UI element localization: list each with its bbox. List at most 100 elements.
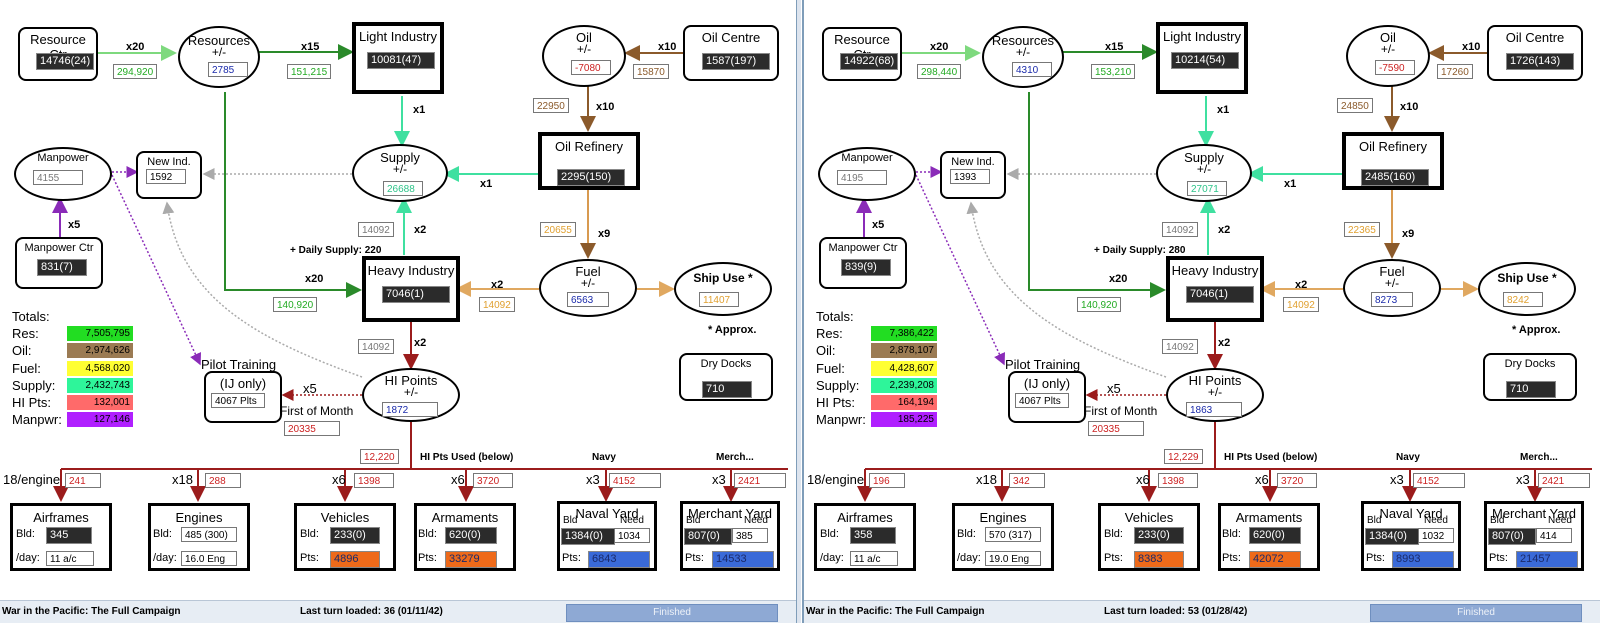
- mult-refinery-supply: x1: [1284, 178, 1297, 190]
- oil-refinery-value: 2295(150): [557, 169, 625, 186]
- oil-value: -7590: [1375, 60, 1415, 75]
- engines-need: 288: [205, 473, 241, 488]
- fuel-pm: +/-: [580, 276, 596, 290]
- totals-hi-value: 132,001: [67, 395, 133, 410]
- mult-armaments: x6: [451, 472, 465, 487]
- merchant-pts: 21457: [1516, 551, 1578, 568]
- oil-to-refinery-flow: 24850: [1337, 98, 1373, 113]
- vehicles-title: Vehicles: [1124, 510, 1174, 525]
- hi-points-pm: +/-: [1207, 385, 1223, 399]
- hi-points-pm: +/-: [403, 385, 419, 399]
- oil-refinery-title: Oil Refinery: [1359, 139, 1427, 154]
- dry-docks-title: Dry Docks: [700, 358, 752, 370]
- arrow-manpower-pilot: [915, 174, 1006, 366]
- naval-yard-title: Naval Yard: [575, 506, 639, 521]
- res-to-heavy-flow: 140,920: [1077, 297, 1122, 312]
- totals-fuel-value: 4,568,020: [67, 361, 133, 376]
- manpower-title: Manpower: [37, 152, 89, 164]
- refinery-to-fuel-flow: 20655: [540, 222, 576, 237]
- last-turn-loaded: Last turn loaded: 36 (01/11/42): [300, 606, 443, 617]
- status-bar: War in the Pacific: The Full Campaign La…: [0, 600, 796, 623]
- vehicles-bld-label: Bld:: [1104, 528, 1123, 540]
- mult-merchant: x3: [1516, 472, 1530, 487]
- daily-supply: + Daily Supply: 220: [290, 245, 382, 256]
- mult-armaments: x6: [1255, 472, 1269, 487]
- app-title: War in the Pacific: The Full Campaign: [2, 606, 181, 617]
- oil-centre-title: Oil Centre: [701, 30, 761, 45]
- new-ind-box[interactable]: New Ind.: [940, 151, 1006, 199]
- panel-divider[interactable]: [797, 0, 801, 623]
- mult-engines: x18: [976, 472, 997, 487]
- totals-res-value: 7,386,422: [871, 326, 937, 341]
- airframes-bld-label: Bld:: [16, 528, 35, 540]
- mult-naval: x3: [1390, 472, 1404, 487]
- oil-refinery-title: Oil Refinery: [555, 139, 623, 154]
- resource-ctr-box[interactable]: Resource Ctr: [822, 27, 902, 81]
- progress-finished[interactable]: Finished: [566, 604, 778, 622]
- oil-pm: +/-: [1380, 42, 1396, 56]
- supply-pm: +/-: [392, 162, 408, 176]
- heavy-to-supply-flow: 14092: [1162, 222, 1198, 237]
- airframes-title: Airframes: [837, 510, 893, 525]
- totals-supply-label: Supply:: [816, 378, 860, 393]
- mult-resctr: x20: [126, 41, 145, 53]
- manpower-node[interactable]: Manpower: [818, 147, 916, 201]
- mult-refinery-supply: x1: [480, 178, 493, 190]
- merchant-need: 414: [1536, 528, 1572, 543]
- armaments-title: Armaments: [431, 510, 499, 525]
- airframes-day: 11 a/c: [850, 551, 898, 566]
- naval-bld: 1384(0): [561, 528, 615, 545]
- supply-value: 26688: [383, 181, 423, 196]
- resources-node[interactable]: Resources +/-: [982, 26, 1064, 88]
- hi-used-label: HI Pts Used (below): [420, 452, 514, 463]
- resources-node[interactable]: Resources +/-: [178, 26, 260, 88]
- engines-day: 16.0 Eng: [181, 551, 237, 566]
- ship-use-value: 8242: [1503, 292, 1543, 307]
- totals-supply-value: 2,239,208: [871, 378, 937, 393]
- mult-manpower: x5: [68, 219, 81, 231]
- mult-res-light: x15: [1105, 41, 1124, 53]
- engines-title: Engines: [979, 510, 1027, 525]
- supply-pm: +/-: [1196, 162, 1212, 176]
- supply-node[interactable]: Supply +/-: [1156, 144, 1252, 202]
- totals-supply-label: Supply:: [12, 378, 56, 393]
- mult-oil-refinery: x10: [1400, 101, 1419, 113]
- engines-day-label: /day:: [153, 552, 177, 564]
- oil-node[interactable]: Oil +/-: [1346, 25, 1430, 87]
- resources-title: Resources: [187, 33, 251, 48]
- hi-points-node[interactable]: HI Points +/-: [362, 368, 460, 422]
- vehicles-bld-label: Bld:: [300, 528, 319, 540]
- merchant-pts: 14533: [712, 551, 774, 568]
- ship-use-node[interactable]: Ship Use *: [674, 262, 772, 316]
- fuel-node[interactable]: Fuel +/-: [539, 259, 637, 317]
- approx-note: * Approx.: [1512, 324, 1561, 336]
- oil-title: Oil: [1380, 30, 1396, 45]
- resources-pm: +/-: [211, 45, 227, 59]
- oil-node[interactable]: Oil +/-: [542, 25, 626, 87]
- fuel-node[interactable]: Fuel +/-: [1343, 259, 1441, 317]
- engines-need: 342: [1009, 473, 1045, 488]
- mult-fuel-heavy: x2: [1295, 279, 1308, 291]
- merchant-pts-label: Pts:: [1489, 552, 1508, 564]
- airframes-box[interactable]: Airframes: [814, 503, 916, 571]
- engines-bld: 570 (317): [985, 527, 1041, 542]
- vehicles-bld: 233(0): [330, 527, 380, 544]
- hi-points-value: 1863: [1186, 402, 1242, 417]
- mult-res-heavy: x20: [1109, 273, 1128, 285]
- mult-res-heavy: x20: [305, 273, 324, 285]
- ship-use-node[interactable]: Ship Use *: [1478, 262, 1576, 316]
- supply-node[interactable]: Supply +/-: [352, 144, 448, 202]
- naval-need: 1032: [1418, 528, 1454, 543]
- airframes-day: 11 a/c: [46, 551, 94, 566]
- armaments-bld: 620(0): [445, 527, 497, 544]
- engines-bld: 485 (300): [181, 527, 237, 542]
- oil-centre-box[interactable]: Oil Centre: [1487, 25, 1583, 81]
- naval-bld-label: Bld: [1367, 515, 1382, 526]
- arrow-resources-heavy: [224, 92, 362, 298]
- progress-finished[interactable]: Finished: [1370, 604, 1582, 622]
- hi-used-value: 12,229: [1164, 449, 1203, 464]
- new-ind-title: New Ind.: [951, 156, 995, 168]
- supply-value: 27071: [1187, 181, 1227, 196]
- merchant-yard-title: Merchant Yard: [687, 506, 773, 521]
- merchant-pts-label: Pts:: [685, 552, 704, 564]
